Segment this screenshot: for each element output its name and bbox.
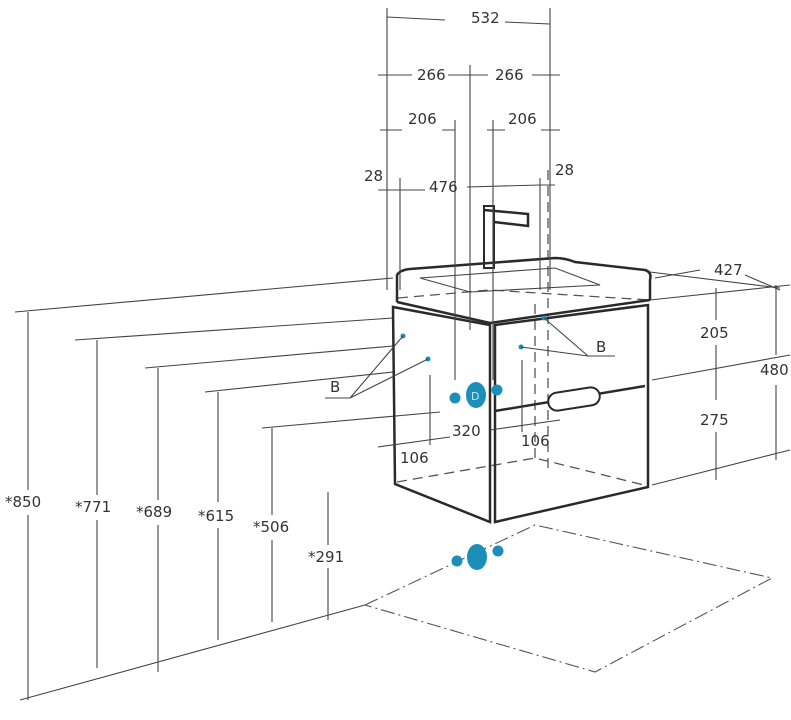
- dim-total-height: 480: [760, 361, 789, 379]
- dim-depth: 427: [714, 261, 743, 279]
- cabinet: [391, 303, 650, 524]
- dim-half-right: 266: [495, 66, 524, 84]
- dim-offset-left: 206: [408, 110, 437, 128]
- connection-points: D: [400, 315, 547, 570]
- center-dimension-lines: [377, 360, 561, 448]
- water-connection-dot: [491, 384, 503, 396]
- dim-lower-drawer: 275: [700, 411, 729, 429]
- dim-upper-drawer: 205: [700, 324, 729, 342]
- floor-footprint: [363, 524, 774, 673]
- dim-side-right: 106: [521, 432, 550, 450]
- height-615: *615: [198, 507, 234, 525]
- mounting-point-leaders: [325, 317, 615, 399]
- wall-reference-lines: [14, 271, 791, 701]
- height-689: *689: [136, 503, 172, 521]
- hidden-edges: [396, 170, 651, 487]
- top-dimension-lines: [378, 8, 560, 380]
- drawer-handle: [547, 386, 601, 412]
- faucet: [483, 205, 530, 269]
- dim-edge-right: 28: [555, 161, 574, 179]
- left-height-lines: [27, 312, 329, 700]
- washbasin: [395, 256, 652, 325]
- height-291: *291: [308, 548, 344, 566]
- dim-edge-left: 28: [364, 167, 383, 185]
- height-771: *771: [75, 498, 111, 516]
- dim-half-left: 266: [417, 66, 446, 84]
- dim-connection-width: 320: [452, 422, 481, 440]
- mounting-point-b-right: B: [596, 338, 606, 356]
- height-850: *850: [5, 493, 41, 511]
- drain-connection-dot: [466, 382, 486, 408]
- mounting-point-b-left: B: [330, 378, 340, 396]
- dim-offset-right: 206: [508, 110, 537, 128]
- water-connection-dot: [449, 392, 461, 404]
- dim-side-left: 106: [400, 449, 429, 467]
- height-506: *506: [253, 518, 289, 536]
- right-dimension-lines: [654, 269, 781, 480]
- drain-label: D: [471, 390, 479, 403]
- dim-inner-width: 476: [429, 178, 458, 196]
- dim-overall-width: 532: [471, 9, 500, 27]
